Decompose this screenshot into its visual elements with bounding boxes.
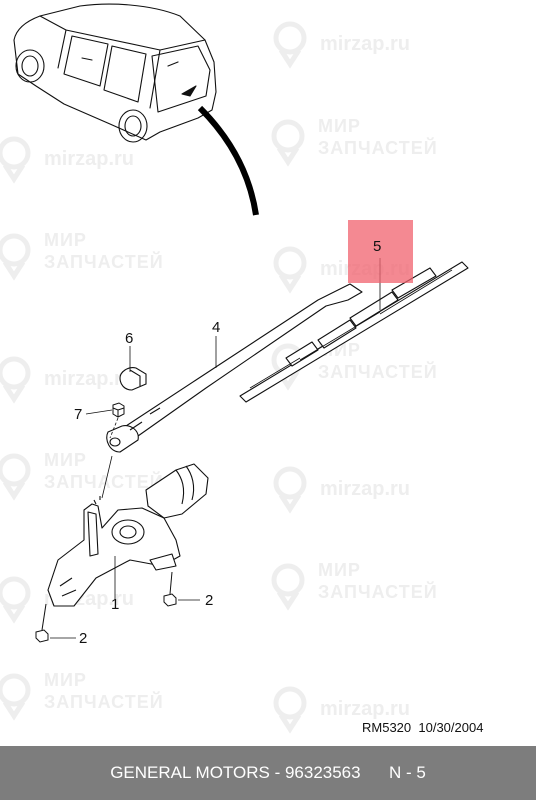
callout-6: 6 [125,330,134,347]
highlight-box [348,220,413,283]
footer-brand: GENERAL MOTORS [110,763,270,782]
footer-bar: GENERAL MOTORS - 96323563 N - 5 [0,746,536,800]
drawing-stamp: RM5320 10/30/2004 [362,720,483,735]
leader-arrow [197,105,259,216]
watermark-line2: ЗАПЧАСТЕЙ [318,361,438,382]
callout-2-left: 2 [79,630,88,647]
footer-separator: - [269,763,285,782]
watermark-line1: МИР [318,116,361,136]
watermark-domain: mirzap.ru [44,148,134,170]
watermark-domain: mirzap.ru [320,698,410,720]
watermark-line2: ЗАПЧАСТЕЙ [44,691,164,712]
arm-nut [112,402,125,418]
watermark-pin-icon [271,563,305,611]
drawing-code: RM5320 [362,720,412,735]
callout-5: 5 [373,238,382,255]
watermark-line2: ЗАПЧАСТЕЙ [44,471,164,492]
watermark-line2: ЗАПЧАСТЕЙ [318,581,438,602]
watermark-pin-icon [0,453,31,501]
callout-7: 7 [74,406,83,423]
car-illustration [13,3,217,143]
watermark-pin-icon [273,686,307,734]
watermark-pin-icon [0,136,31,184]
watermark-domain: mirzap.ru [320,33,410,55]
watermark-line2: ЗАПЧАСТЕЙ [318,137,438,158]
wiper-arm [106,283,363,453]
watermark-pin-icon [0,673,31,721]
watermark-pin-icon [271,119,305,167]
watermark-pin-icon [273,21,307,69]
footer-section: N - 5 [388,763,426,782]
watermark-pin-icon [0,233,31,281]
watermark-line1: МИР [318,560,361,580]
footer-part-number: 96323563 [284,763,361,782]
watermark-pin-icon [0,576,31,624]
watermark-line1: МИР [44,670,87,690]
wiper-blade [239,261,469,403]
watermark-pin-icon [273,466,307,514]
bolt-left [35,603,49,643]
arm-cap [119,367,147,391]
drawing-date: 10/30/2004 [418,720,484,735]
callout-leaders [50,258,381,639]
watermark-pin-icon [0,356,31,404]
callout-4: 4 [212,319,221,336]
wiper-motor [47,463,209,607]
callout-2-right: 2 [205,592,214,609]
watermark-line1: МИР [44,230,87,250]
bolt-right [163,571,177,607]
watermark-domain: mirzap.ru [320,478,410,500]
watermark-domain: mirzap.ru [44,368,134,390]
watermark-line2: ЗАПЧАСТЕЙ [44,251,164,272]
watermark-line1: МИР [44,450,87,470]
callout-1: 1 [111,596,120,613]
watermark-pin-icon [273,246,307,294]
